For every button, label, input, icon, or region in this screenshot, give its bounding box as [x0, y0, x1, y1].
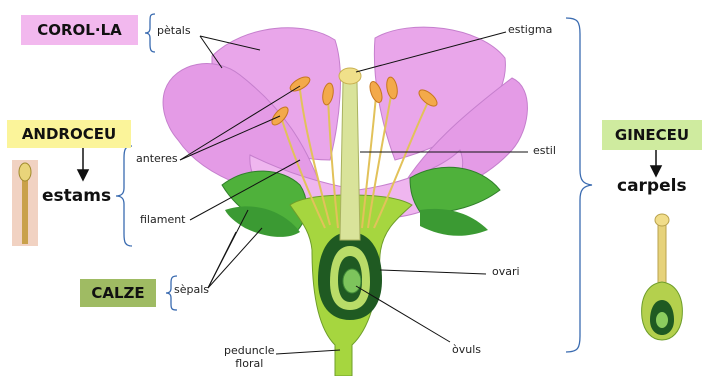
- pistil: [339, 68, 361, 240]
- ovary-label: ovari: [492, 266, 520, 279]
- corolla-label: COROL·LA: [37, 23, 122, 38]
- androecium-label: ANDROCEU: [22, 127, 116, 142]
- androecium-box: ANDROCEU: [7, 120, 131, 148]
- style-label: estil: [533, 145, 556, 158]
- calyx-label: CALZE: [91, 286, 144, 301]
- peduncle-label: peduncle floral: [224, 345, 275, 370]
- anthers-label: anteres: [136, 153, 178, 166]
- filament-label: filament: [140, 214, 186, 227]
- stamens-label: estams: [42, 186, 111, 206]
- stamen-thumbnail: [12, 160, 38, 246]
- peduncle-line2: floral: [224, 358, 275, 371]
- corolla-box: COROL·LA: [21, 15, 138, 45]
- stigma-label: estigma: [508, 24, 552, 37]
- sepals-label: sèpals: [174, 284, 209, 297]
- ovules-label: òvuls: [452, 344, 481, 357]
- carpel-thumbnail: [642, 214, 683, 340]
- petals-label: pètals: [157, 25, 191, 38]
- gynoecium-label: GINECEU: [615, 128, 689, 143]
- peduncle-line1: peduncle: [224, 345, 275, 358]
- calyx-box: CALZE: [80, 279, 156, 307]
- carpels-label: carpels: [617, 176, 687, 196]
- gynoecium-box: GINECEU: [602, 120, 702, 150]
